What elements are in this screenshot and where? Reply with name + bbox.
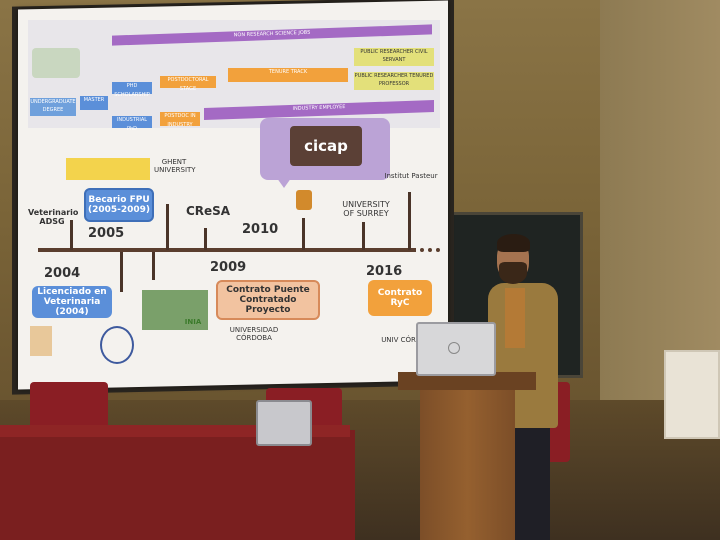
- phd-box: PHD SCHOLARSHIP: [112, 82, 152, 98]
- timeline-tick: [152, 252, 155, 280]
- presenter-hair: [497, 234, 530, 252]
- postdoc-box: POSTDOCTORAL STAGE: [160, 76, 216, 92]
- presentation-slide: NON RESEARCH SCIENCE JOBS UNDERGRADUATE …: [28, 8, 440, 378]
- industrial-phd-box: INDUSTRIAL PhD: [112, 116, 152, 132]
- year-2009: 2009: [210, 260, 247, 275]
- tenured-prof-box: PUBLIC RESEARCHER TENURED PROFESSOR: [354, 72, 434, 90]
- contrato-ryc-box: Contrato RyC: [368, 280, 432, 316]
- cicap-logo: cicap: [290, 126, 362, 166]
- university-shield-icon: [296, 190, 312, 210]
- conference-table: [0, 430, 355, 540]
- presenter-legs: [510, 425, 550, 540]
- wall-panel: [664, 350, 720, 439]
- seal-icon: [100, 326, 134, 364]
- diploma-icon: [30, 326, 52, 356]
- podium-top: [398, 372, 536, 390]
- timeline-tick: [166, 204, 169, 250]
- inia-logo: INIA: [184, 318, 202, 326]
- bubble-tail: [274, 174, 294, 188]
- vet-adsg-label: Veterinario ADSG: [28, 208, 79, 226]
- contrato-puente-box: Contrato Puente Contratado Proyecto: [216, 280, 320, 320]
- timeline-dots: [420, 248, 440, 256]
- presenter-beard: [499, 262, 527, 284]
- timeline-tick: [362, 222, 365, 250]
- inia-photo: [142, 290, 208, 330]
- pasteur-logo: Institut Pasteur: [384, 172, 438, 180]
- presenter-sweater: [505, 288, 525, 348]
- laptop: [256, 400, 312, 446]
- laptop-logo-icon: [448, 342, 460, 354]
- chair: [30, 382, 108, 432]
- licenciado-box: Licenciado en Veterinaria (2004): [32, 286, 112, 318]
- cordoba-logo-1: UNIVERSIDAD CÓRDOBA: [229, 326, 279, 342]
- cresa-logo: CReSA: [185, 204, 231, 218]
- timeline-line: [38, 248, 416, 252]
- timeline-tick: [204, 228, 207, 250]
- timeline-tick: [408, 192, 411, 250]
- timeline-tick: [302, 218, 305, 250]
- year-2005: 2005: [88, 226, 125, 241]
- year-2010: 2010: [242, 222, 279, 237]
- postdoc-industry-box: POSTDOC IN INDUSTRY: [160, 112, 200, 128]
- podium: [420, 390, 515, 540]
- civil-servant-box: PUBLIC RESEARCHER CIVIL SERVANT: [354, 48, 434, 66]
- surrey-logo: UNIVERSITY OF SURREY: [342, 200, 390, 218]
- spanish-ministry-logo: [66, 158, 150, 180]
- farm-photo: [32, 48, 80, 78]
- year-2016: 2016: [366, 264, 403, 279]
- tenure-track-bar: TENURE TRACK: [228, 68, 348, 82]
- becario-fpu-box: Becario FPU (2005-2009): [84, 188, 154, 222]
- undergrad-box: UNDERGRADUATE DEGREE: [30, 98, 76, 116]
- timeline-tick: [120, 252, 123, 292]
- master-box: MASTER: [80, 96, 108, 110]
- ghent-logo: GHENT UNIVERSITY: [154, 158, 196, 174]
- timeline-tick: [70, 220, 73, 250]
- cordoba-logo-2: UNIV CÓRDO: [381, 336, 427, 344]
- year-2004: 2004: [44, 266, 81, 281]
